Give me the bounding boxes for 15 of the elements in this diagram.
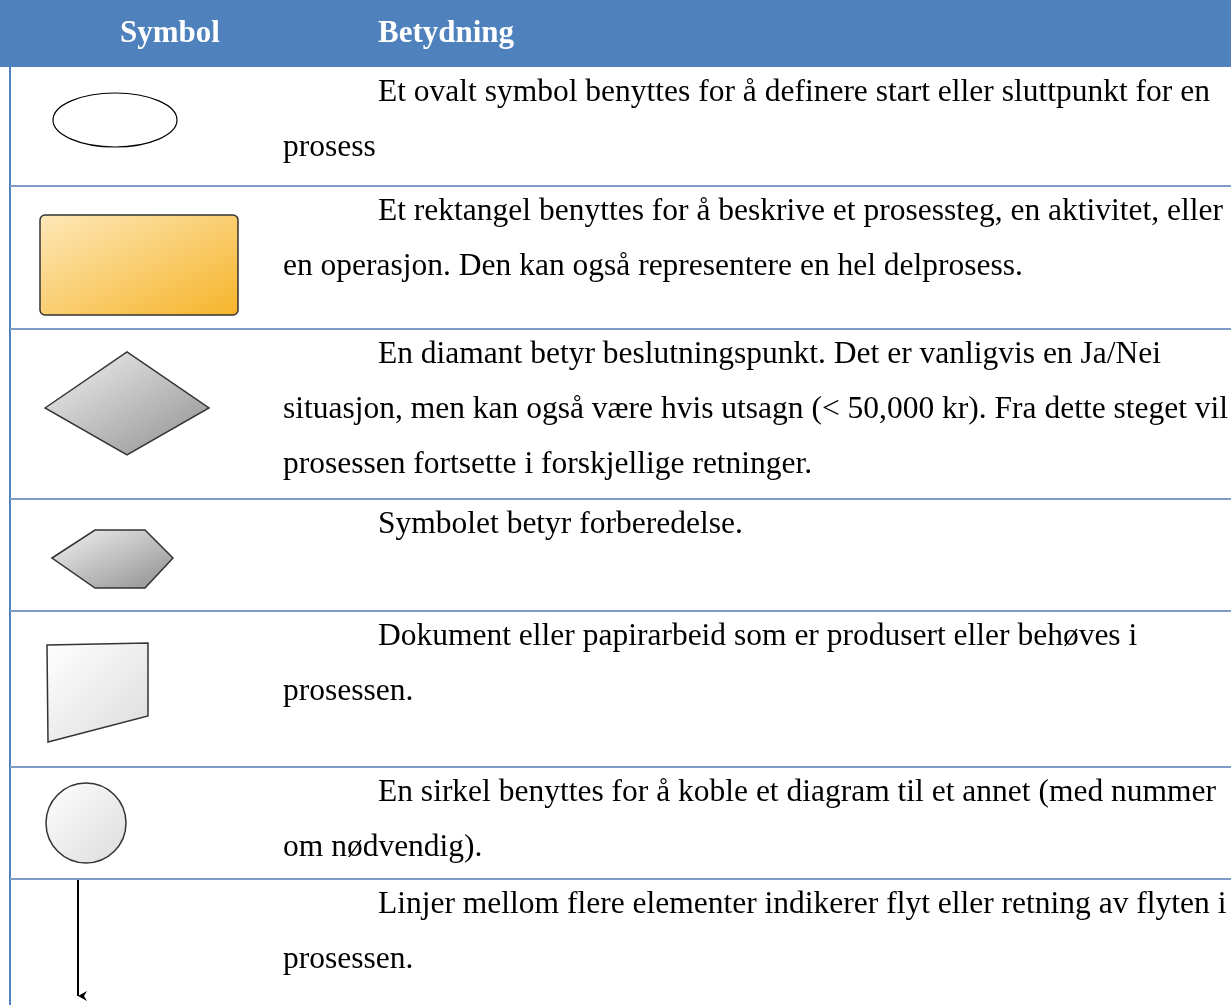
description-text: Et rektangel benyttes for å beskrive et prosessteg, en aktivitet, eller en operasjon. Den kan også representere en hel delprosess. bbox=[283, 191, 1224, 284]
description-text: Linjer mellom flere elementer indikerer flyt eller retning av flyten i prosessen. bbox=[283, 884, 1228, 977]
description-text: Symbolet betyr forberedelse. bbox=[377, 504, 744, 542]
diamond-symbol bbox=[43, 351, 211, 456]
description-text: Et ovalt symbol benyttes for å definere start eller sluttpunkt for en prosess bbox=[283, 72, 1211, 165]
document-symbol bbox=[46, 642, 149, 743]
column-header: Betydning bbox=[378, 13, 515, 51]
description-text: En diamant betyr beslutningspunkt. Det er vanligvis en Ja/Nei situasjon, men kan også være hvis utsagn (< 50,000 kr). Fra dette steget vil prosessen fortsette i forskjellige retninger. bbox=[283, 334, 1229, 482]
column-header: Symbol bbox=[120, 13, 220, 51]
description-text: En sirkel benyttes for å koble et diagram til et annet (med nummer om nødvendig). bbox=[283, 772, 1217, 865]
rectangle-symbol bbox=[39, 214, 239, 316]
description-text: Dokument eller papirarbeid som er produsert eller behøves i prosessen. bbox=[283, 616, 1139, 709]
oval-symbol bbox=[52, 92, 178, 148]
hexagon-symbol bbox=[50, 529, 175, 589]
circle-symbol bbox=[45, 782, 127, 864]
